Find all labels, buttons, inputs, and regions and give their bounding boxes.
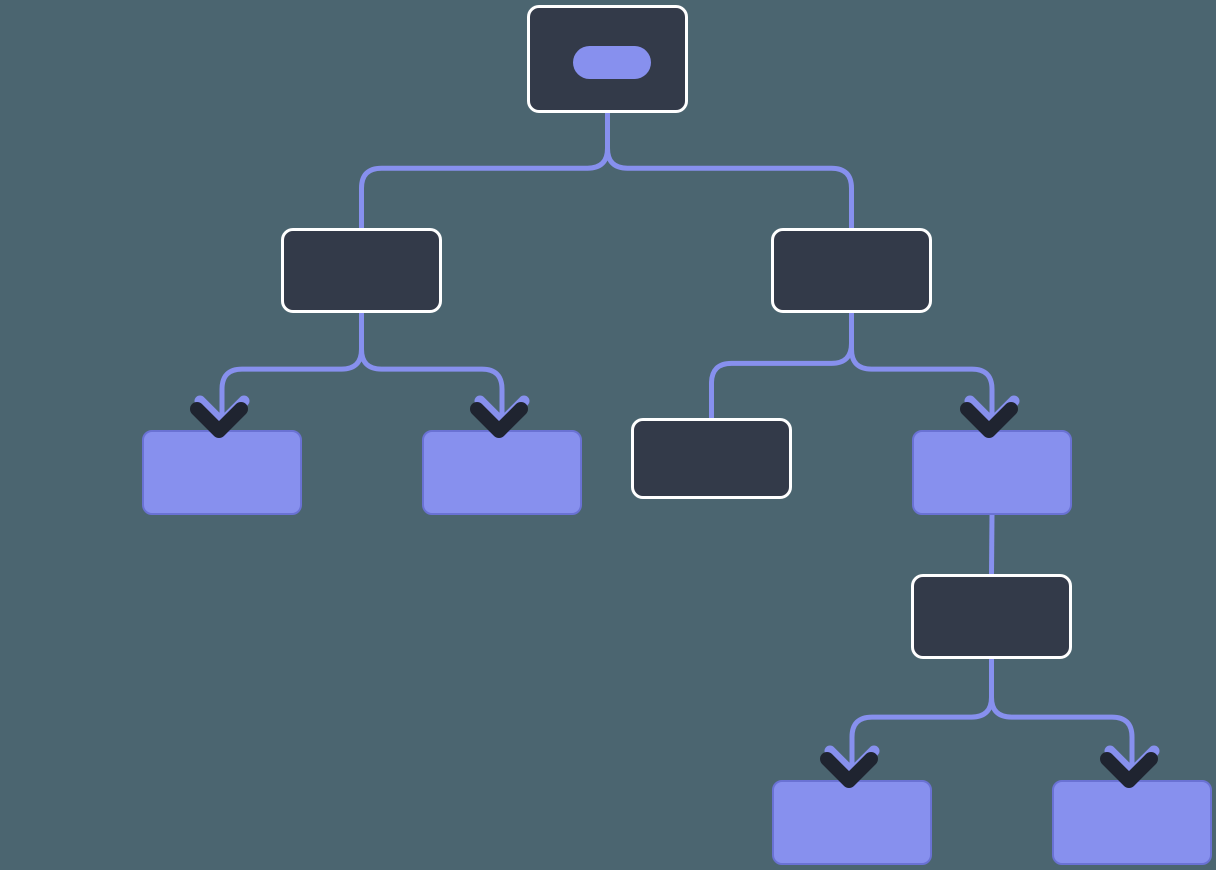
root-node[interactable]	[527, 5, 688, 113]
branch-node-left[interactable]	[281, 228, 442, 313]
leaf-node-2[interactable]	[422, 430, 582, 515]
leaf-node-1[interactable]	[142, 430, 302, 515]
pill-icon	[573, 46, 651, 79]
branch-node-deep[interactable]	[911, 574, 1072, 659]
branch-node-right[interactable]	[771, 228, 932, 313]
leaf-node-4[interactable]	[912, 430, 1072, 515]
leaf-node-5[interactable]	[772, 780, 932, 865]
leaf-node-6[interactable]	[1052, 780, 1212, 865]
plain-node-3[interactable]	[631, 418, 792, 499]
